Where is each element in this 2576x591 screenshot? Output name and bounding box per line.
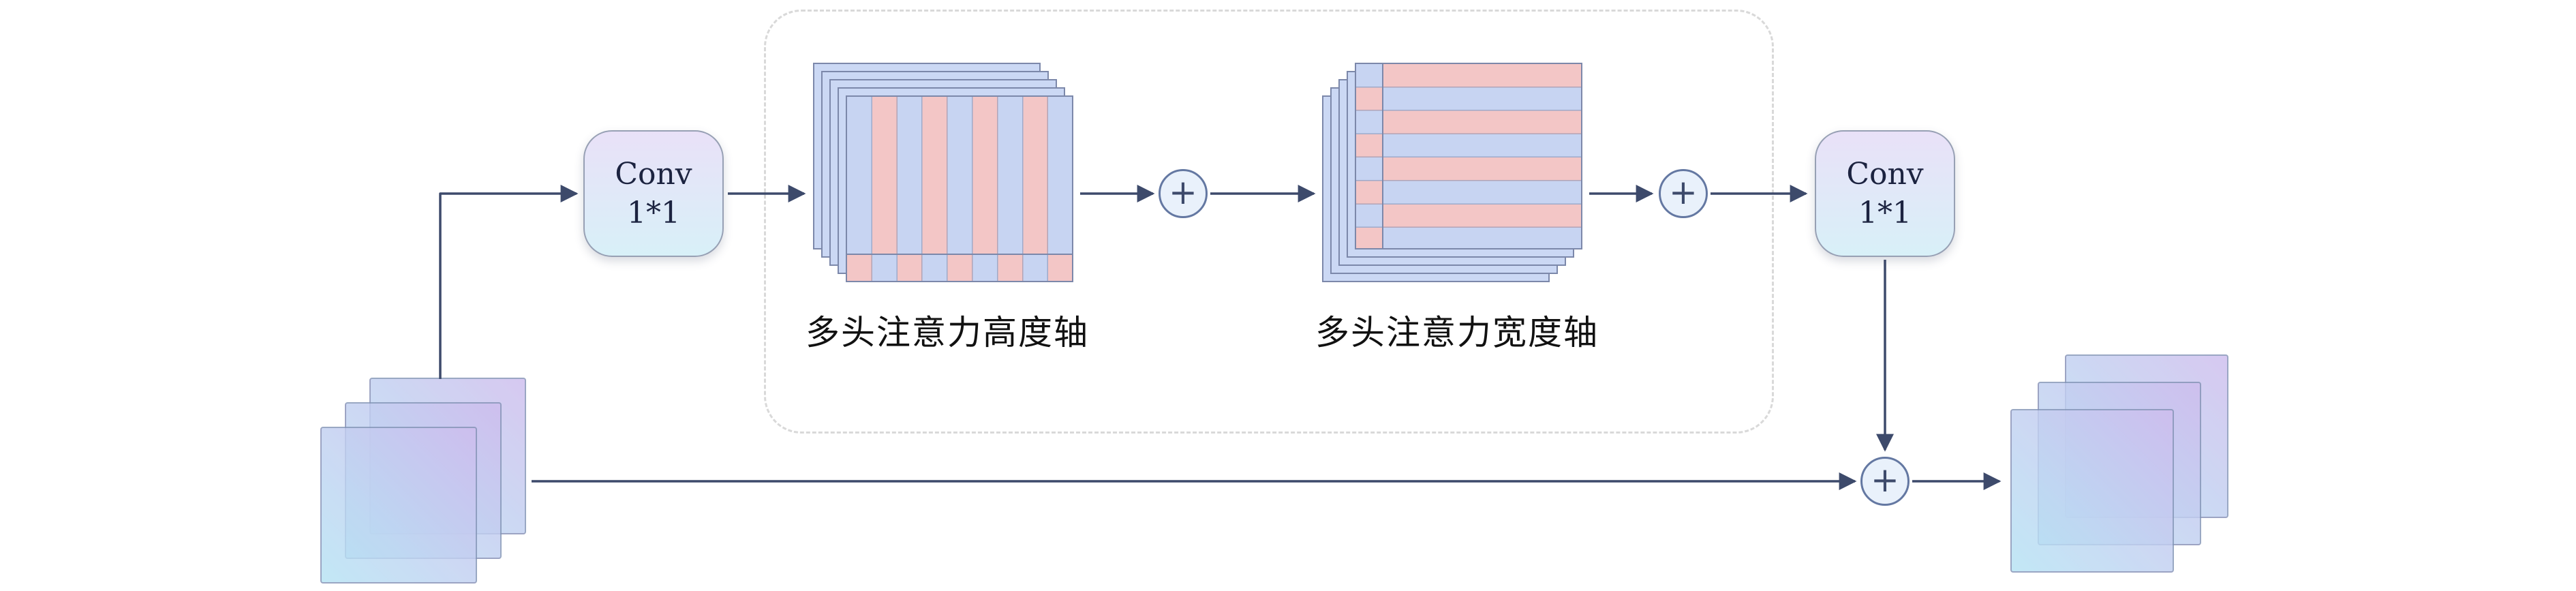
height-attention-front-panel [846,95,1073,282]
conv1-label-line2: 1*1 [627,196,680,230]
arrow-input-to-conv1 [439,185,579,379]
add-node-1: + [1159,169,1208,218]
horizontal-stripes-pattern [1383,64,1581,248]
conv1x1-block-1: Conv 1*1 [583,130,724,257]
add-node-3: + [1860,457,1910,506]
width-attention-front-panel [1355,63,1582,249]
plus-icon: + [1669,172,1698,212]
attention-group-dashed-box [764,10,1774,434]
output-sheet-front [2010,409,2174,573]
width-attention-label: 多头注意力宽度轴 [1315,313,1599,352]
add-node-2: + [1659,169,1708,218]
height-attention-label: 多头注意力高度轴 [806,313,1089,352]
input-sheet-front [320,427,477,584]
height-axis-attention-stack [813,63,1075,284]
conv2-label-line2: 1*1 [1858,196,1912,230]
conv1x1-block-2: Conv 1*1 [1815,130,1955,257]
plus-icon: + [1871,459,1899,500]
conv2-label-line1: Conv [1846,156,1924,192]
width-axis-attention-stack [1322,63,1584,284]
vertical-stripes-pattern [847,97,1072,254]
plus-icon: + [1169,172,1197,212]
left-cells-column [1356,64,1383,248]
conv1-label-line1: Conv [615,156,692,192]
bottom-cells-row [847,254,1072,281]
